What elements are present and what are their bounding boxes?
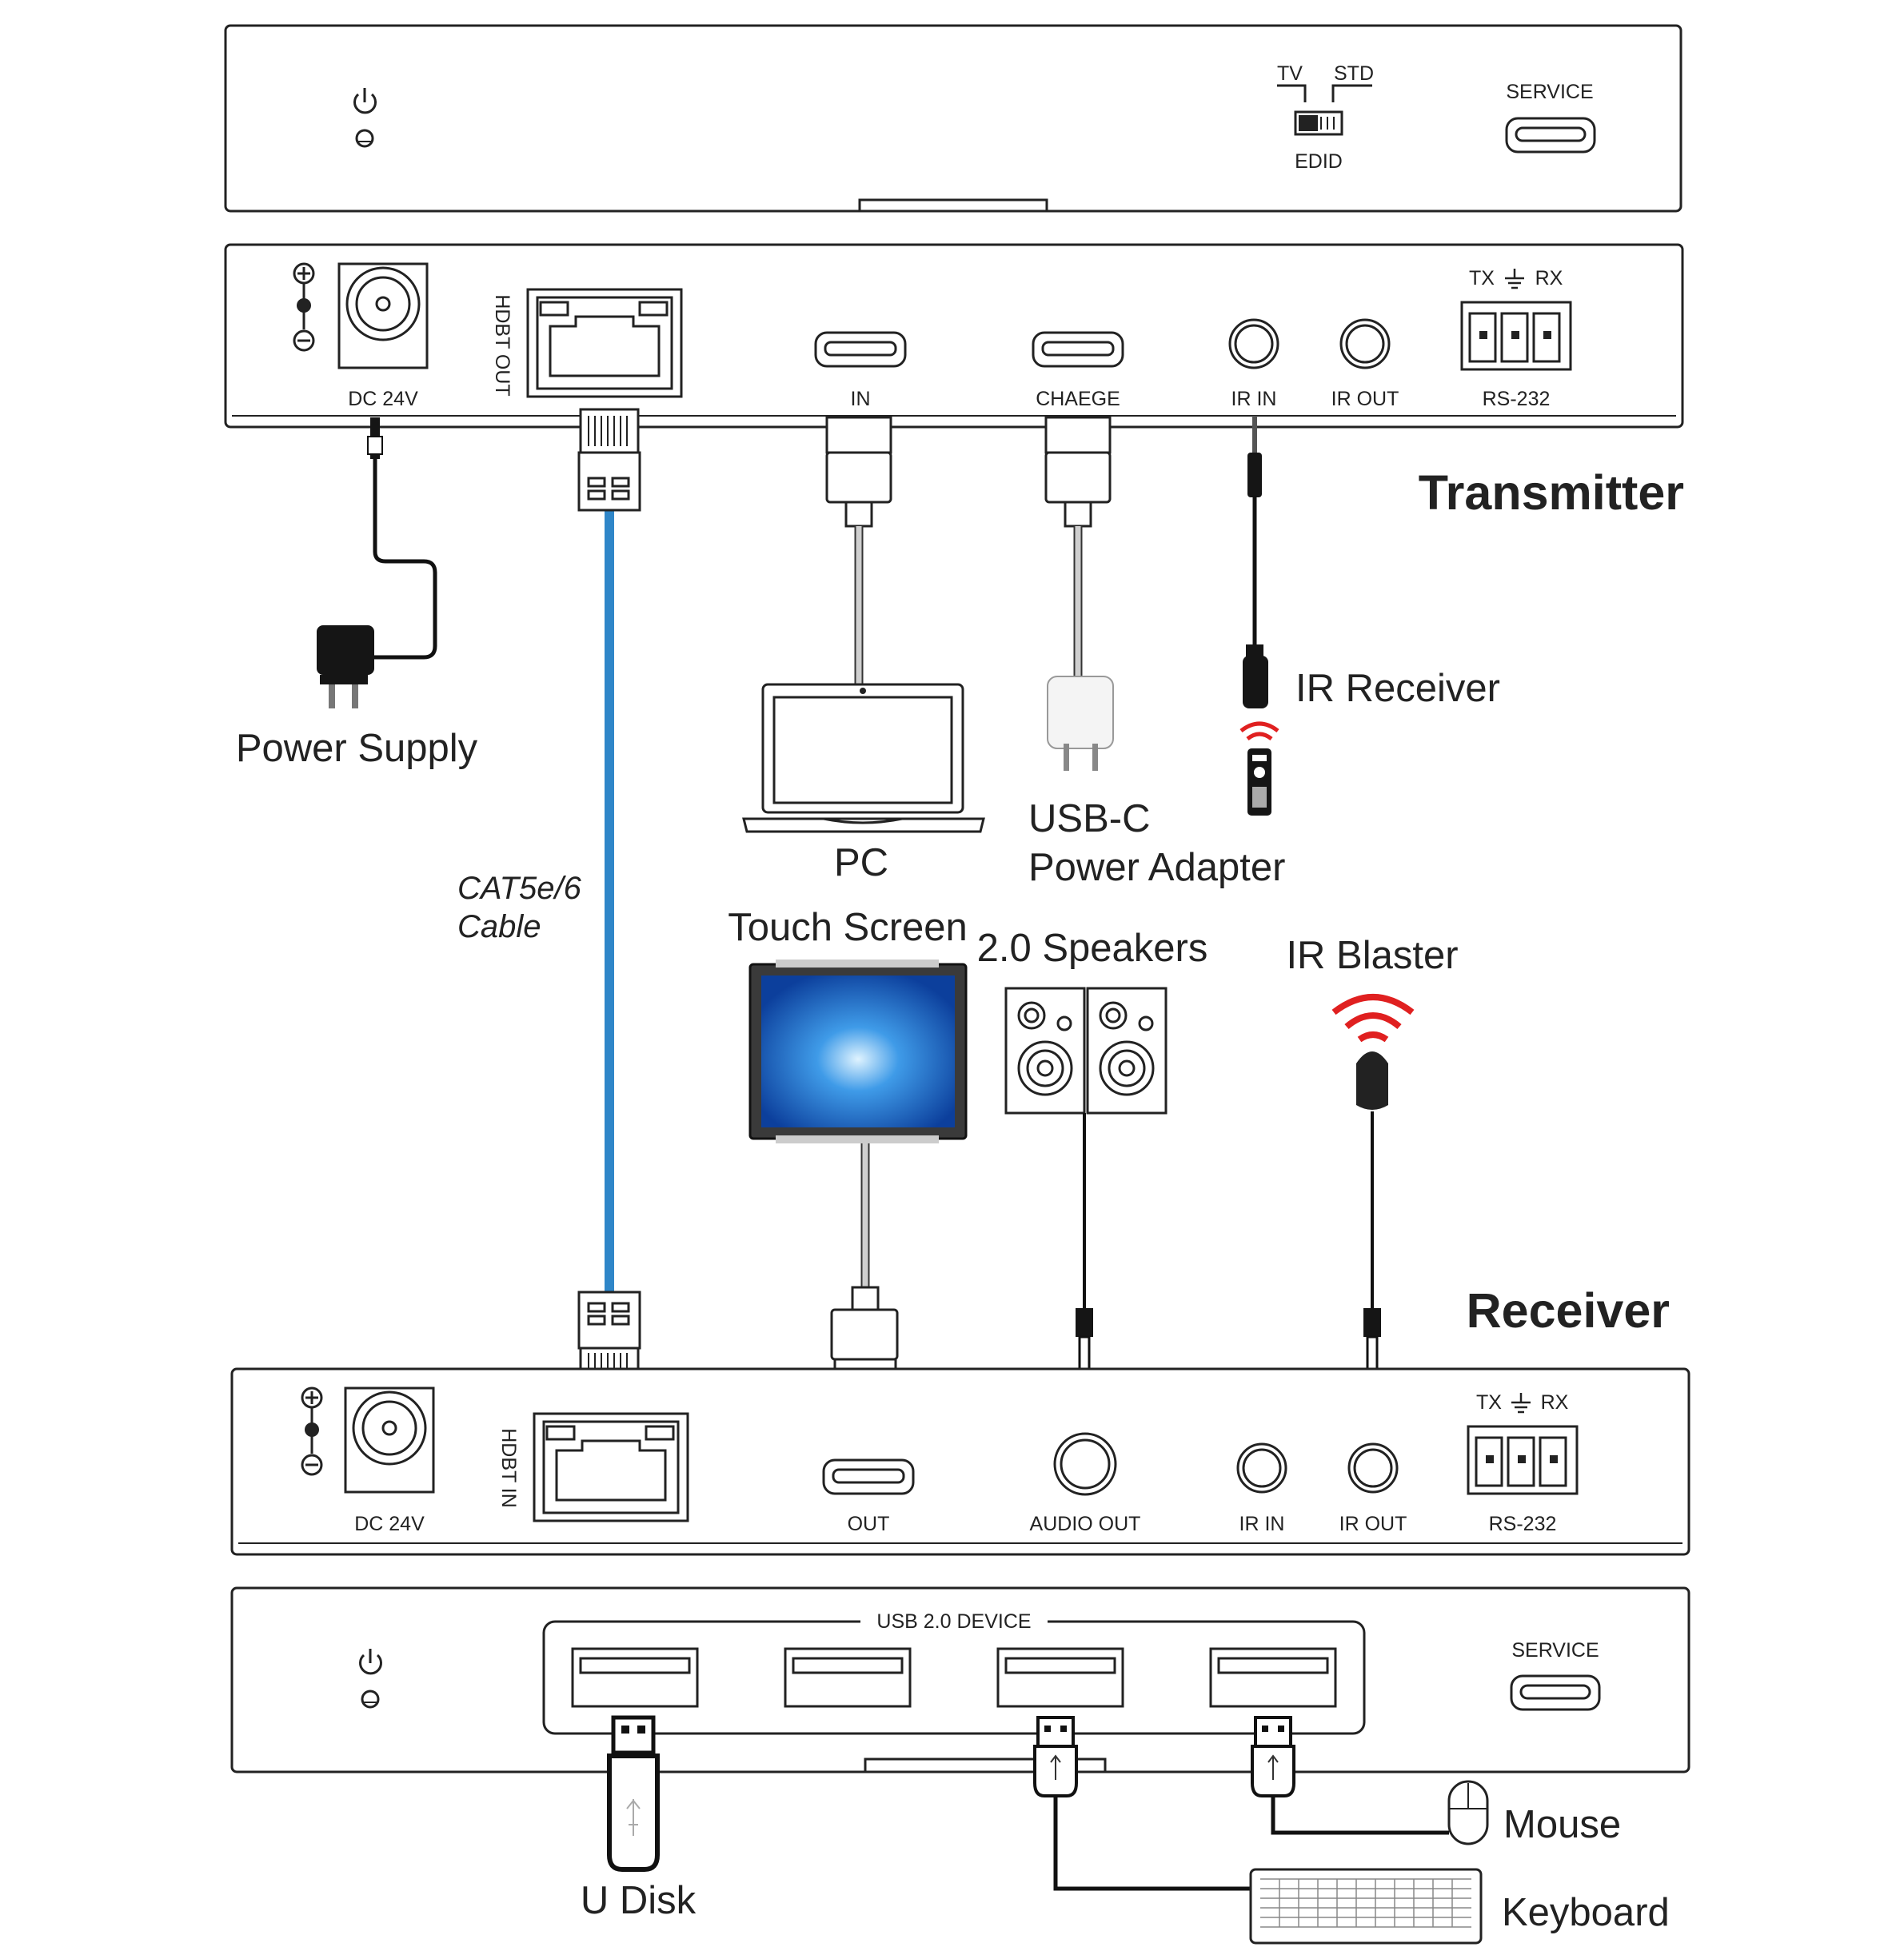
edid-switch[interactable] <box>1294 110 1343 136</box>
keyboard <box>1249 1868 1483 1945</box>
usb-plug-mouse <box>1251 1716 1449 1835</box>
charge-port[interactable] <box>1032 331 1124 368</box>
receiver-title: Receiver <box>1467 1283 1670 1338</box>
rs232-tx-label: TX <box>1469 267 1495 289</box>
ir-out-label: IR OUT <box>1339 1513 1407 1535</box>
ir-in-port[interactable] <box>1228 318 1279 369</box>
power-supply <box>317 417 437 708</box>
dc-power-port[interactable] <box>344 1386 435 1494</box>
rs232-terminal[interactable] <box>1467 1425 1579 1495</box>
receiver-rear-panel: DC 24V HDBT IN OUT AUDIO OUT IR IN IR O <box>230 1367 1690 1556</box>
touch-screen-label: Touch Screen <box>728 906 968 949</box>
out-label: OUT <box>848 1513 890 1535</box>
cable-label-line2: Cable <box>457 909 541 944</box>
ground-icon <box>1511 1393 1531 1414</box>
service-label: SERVICE <box>1506 81 1593 103</box>
usb-group-label: USB 2.0 DEVICE <box>876 1610 1031 1633</box>
usbc-adapter-label-line2: Power Adapter <box>1028 846 1285 889</box>
edid-tv-label: TV <box>1277 62 1303 85</box>
cable-label-line1: CAT5e/6 <box>457 871 582 906</box>
charge-label: CHAEGE <box>1036 388 1120 410</box>
transmitter-front-panel: TV STD EDID SERVICE <box>224 24 1682 213</box>
ir-receiver-label: IR Receiver <box>1295 667 1500 710</box>
remote-control-icon <box>1239 721 1279 816</box>
usb-port-2[interactable] <box>784 1647 912 1708</box>
power-supply-label: Power Supply <box>236 727 478 770</box>
ir-blaster-label: IR Blaster <box>1286 934 1458 977</box>
hdbt-in-label: HDBT IN <box>497 1428 520 1508</box>
rs232-tx-label: TX <box>1476 1391 1502 1414</box>
hdmi-in-port[interactable] <box>814 331 907 368</box>
power-led-icon <box>361 1690 380 1709</box>
hdmi-out-port[interactable] <box>822 1458 915 1495</box>
edid-label: EDID <box>1295 150 1343 173</box>
service-port[interactable] <box>1510 1674 1601 1711</box>
rs232-label: RS-232 <box>1483 388 1551 410</box>
hdbt-out-label: HDBT OUT <box>491 294 513 396</box>
usb-port-4[interactable] <box>1209 1647 1337 1708</box>
ir-out-port[interactable] <box>1339 318 1391 369</box>
transmitter-title: Transmitter <box>1419 465 1684 520</box>
power-icon <box>353 88 377 114</box>
rs232-terminal[interactable] <box>1460 301 1572 371</box>
touch-screen <box>748 960 968 1401</box>
polarity-icon <box>301 1386 323 1476</box>
u-disk-label: U Disk <box>581 1879 697 1922</box>
u-disk <box>607 1715 660 1872</box>
in-label: IN <box>851 388 871 410</box>
speakers <box>1004 987 1168 1407</box>
rs232-rx-label: RX <box>1535 267 1563 289</box>
receiver-front-panel: USB 2.0 DEVICE SERVICE <box>230 1586 1690 1773</box>
rs232-rx-label: RX <box>1541 1391 1569 1414</box>
hdbt-out-port[interactable] <box>526 288 683 398</box>
usb-port-1[interactable] <box>571 1647 699 1708</box>
service-port[interactable] <box>1505 117 1596 154</box>
ir-in-label: IR IN <box>1231 388 1277 410</box>
transmitter-rear-panel: DC 24V HDBT OUT IN CHAEGE IR IN IR OUT <box>224 243 1684 429</box>
usb-plug-keyboard <box>1033 1716 1254 1891</box>
polarity-icon <box>293 262 315 352</box>
cat-cable <box>577 408 641 1394</box>
keyboard-label: Keyboard <box>1502 1891 1670 1934</box>
ir-receiver <box>1243 416 1268 708</box>
ground-icon <box>1505 269 1524 289</box>
ir-in-port[interactable] <box>1236 1442 1287 1494</box>
speakers-label: 2.0 Speakers <box>977 927 1208 970</box>
pc-laptop <box>742 416 985 833</box>
pc-label: PC <box>834 841 888 884</box>
rs232-label: RS-232 <box>1489 1513 1557 1535</box>
mouse <box>1447 1780 1489 1845</box>
hdbt-in-port[interactable] <box>533 1412 689 1522</box>
power-icon <box>359 1649 382 1675</box>
usbc-power-adapter <box>1044 416 1114 771</box>
usb-port-3[interactable] <box>996 1647 1124 1708</box>
service-label: SERVICE <box>1511 1639 1599 1662</box>
audio-out-port[interactable] <box>1053 1432 1117 1496</box>
edid-std-label: STD <box>1334 62 1374 85</box>
ir-out-port[interactable] <box>1347 1442 1399 1494</box>
ir-blaster <box>1331 994 1415 1407</box>
dc-label: DC 24V <box>354 1513 425 1535</box>
mouse-label: Mouse <box>1503 1803 1621 1846</box>
ir-in-label: IR IN <box>1239 1513 1285 1535</box>
ir-out-label: IR OUT <box>1331 388 1399 410</box>
audio-out-label: AUDIO OUT <box>1030 1513 1141 1535</box>
rj45-plug-top <box>577 408 641 512</box>
dc-label: DC 24V <box>348 388 418 410</box>
usbc-adapter-label-line1: USB-C <box>1028 797 1150 840</box>
power-led-icon <box>355 129 374 148</box>
dc-power-port[interactable] <box>337 262 429 369</box>
